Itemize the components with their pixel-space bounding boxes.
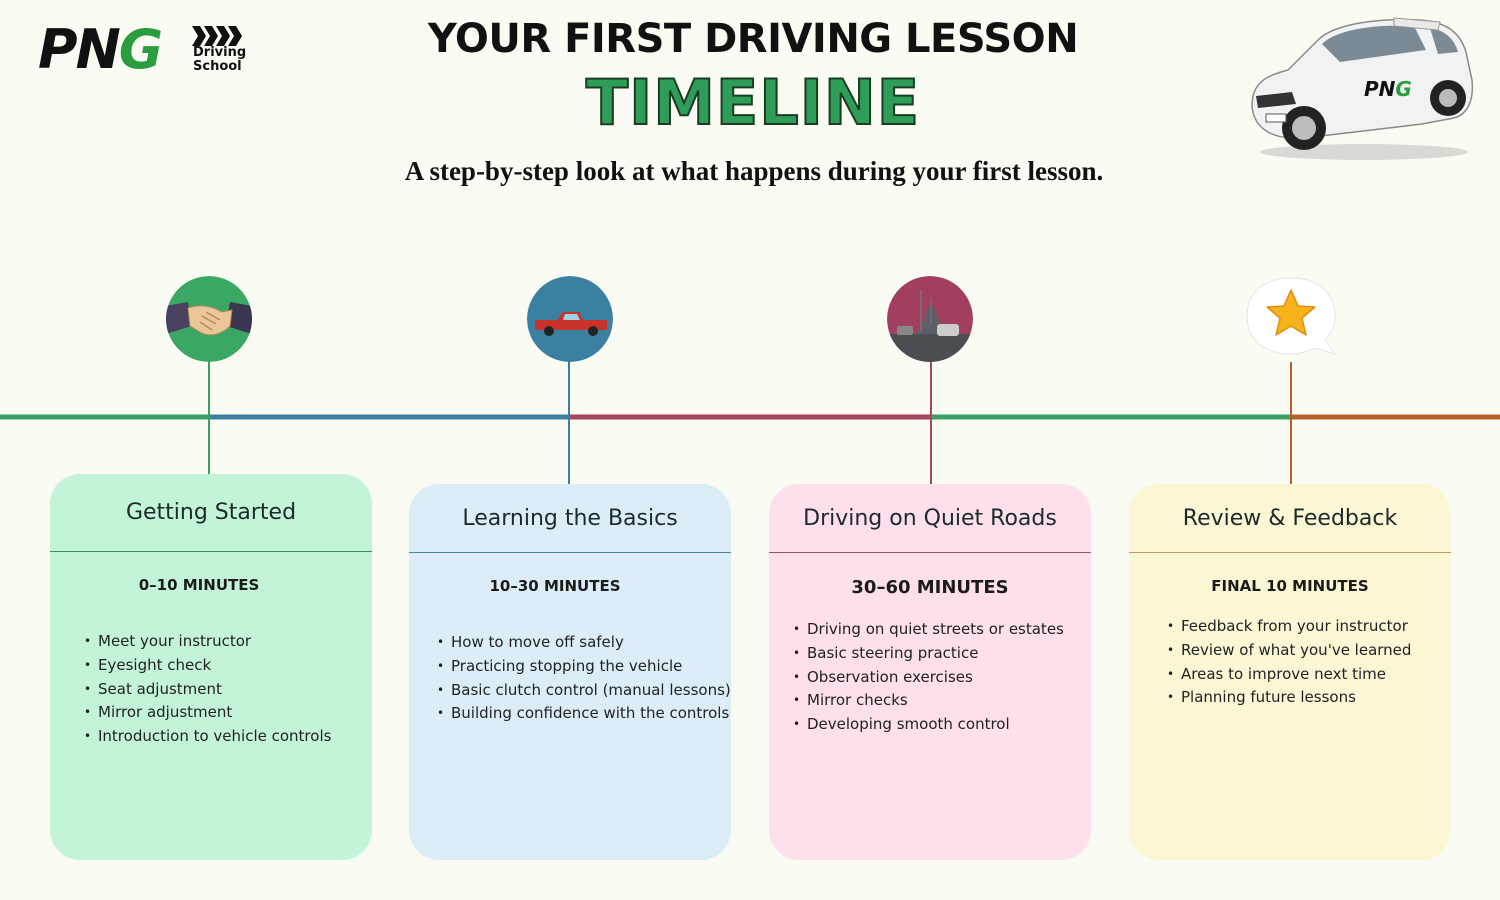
card-time: FINAL 10 MINUTES bbox=[1211, 577, 1369, 595]
list-item: Eyesight check bbox=[84, 654, 372, 678]
logo-wordmark: PNG bbox=[38, 18, 163, 81]
card-title: Review & Feedback bbox=[1182, 505, 1398, 531]
list-item: Introduction to vehicle controls bbox=[84, 725, 372, 749]
card-title: Getting Started bbox=[125, 500, 297, 525]
list-item: Feedback from your instructor bbox=[1167, 615, 1451, 639]
page-title: YOUR FIRST DRIVING LESSON bbox=[427, 16, 1079, 62]
star-speech-bubble-icon bbox=[1246, 277, 1337, 355]
chevrons-icon bbox=[192, 26, 242, 46]
list-item: Seat adjustment bbox=[84, 678, 372, 702]
list-item: Developing smooth control bbox=[793, 713, 1091, 737]
list-item: How to move off safely bbox=[437, 631, 731, 655]
card-list: Driving on quiet streets or estates Basi… bbox=[793, 618, 1091, 737]
list-item: Driving on quiet streets or estates bbox=[793, 618, 1091, 642]
card-time: 0–10 MINUTES bbox=[138, 576, 260, 594]
step-card-review-feedback: Review & Feedback FINAL 10 MINUTES Feedb… bbox=[1129, 484, 1451, 860]
driving-school-car-icon: PNG bbox=[1251, 17, 1474, 160]
road-icon bbox=[887, 276, 973, 362]
card-divider bbox=[50, 551, 372, 552]
list-item: Mirror checks bbox=[793, 689, 1091, 713]
svg-text:PNG: PNG bbox=[1364, 77, 1412, 101]
card-list: Feedback from your instructor Review of … bbox=[1167, 615, 1451, 710]
pickup-truck-icon bbox=[527, 276, 613, 362]
list-item: Basic steering practice bbox=[793, 642, 1091, 666]
card-title: Driving on Quiet Roads bbox=[803, 505, 1057, 531]
list-item: Practicing stopping the vehicle bbox=[437, 655, 731, 679]
card-divider bbox=[1129, 552, 1451, 553]
step-card-getting-started: Getting Started 0–10 MINUTES Meet your i… bbox=[50, 474, 372, 860]
card-title: Learning the Basics bbox=[462, 505, 678, 531]
page-subtitle: A step-by-step look at what happens duri… bbox=[404, 156, 1104, 186]
list-item: Basic clutch control (manual lessons) bbox=[437, 679, 731, 703]
list-item: Review of what you've learned bbox=[1167, 639, 1451, 663]
logo: PNG Driving School bbox=[38, 22, 258, 82]
list-item: Building confidence with the controls bbox=[437, 702, 731, 726]
list-item: Areas to improve next time bbox=[1167, 663, 1451, 687]
logo-line-2: School bbox=[193, 59, 242, 74]
list-item: Planning future lessons bbox=[1167, 686, 1451, 710]
logo-line-1: Driving bbox=[193, 45, 247, 60]
step-card-learning-basics: Learning the Basics 10–30 MINUTES How to… bbox=[409, 484, 731, 860]
card-divider bbox=[409, 552, 731, 553]
card-list: Meet your instructor Eyesight check Seat… bbox=[84, 630, 372, 749]
list-item: Mirror adjustment bbox=[84, 701, 372, 725]
card-time: 30–60 MINUTES bbox=[851, 577, 1009, 598]
handshake-icon bbox=[166, 276, 252, 362]
page-title-highlight: TIMELINE bbox=[585, 65, 921, 140]
step-card-quiet-roads: Driving on Quiet Roads 30–60 MINUTES Dri… bbox=[769, 484, 1091, 860]
list-item: Observation exercises bbox=[793, 666, 1091, 690]
card-list: How to move off safely Practicing stoppi… bbox=[437, 631, 731, 726]
list-item: Meet your instructor bbox=[84, 630, 372, 654]
logo-subtext: Driving School bbox=[193, 46, 246, 74]
card-divider bbox=[769, 552, 1091, 553]
card-time: 10–30 MINUTES bbox=[489, 577, 621, 595]
